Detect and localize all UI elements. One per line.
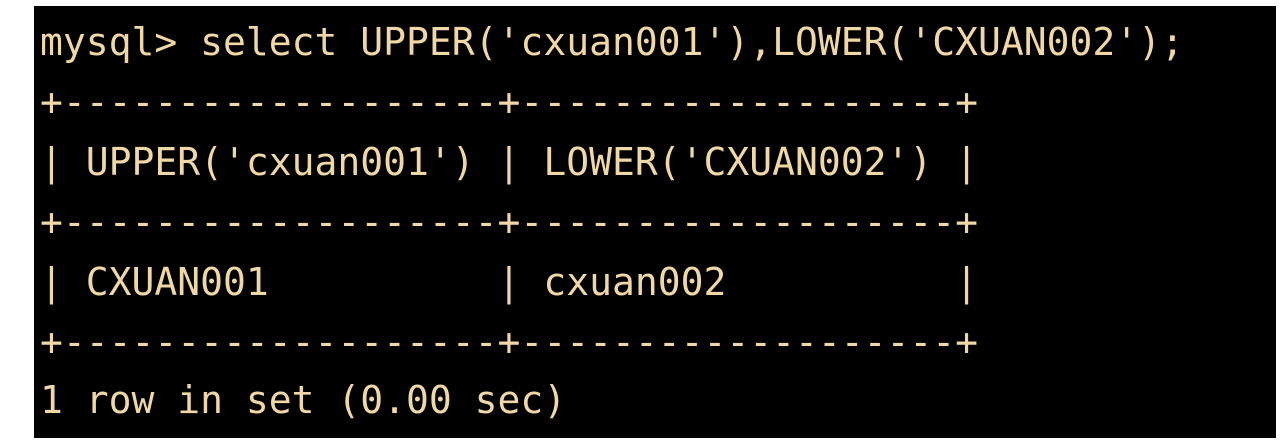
result-status-line: 1 row in set (0.00 sec) [40, 378, 567, 422]
table-border-middle: +-------------------+-------------------… [40, 200, 978, 244]
table-header-row: | UPPER('cxuan001') | LOWER('CXUAN002') … [40, 140, 978, 184]
table-data-row: | CXUAN001 | cxuan002 | [40, 260, 978, 304]
table-border-top: +-------------------+-------------------… [40, 80, 978, 124]
table-border-bottom: +-------------------+-------------------… [40, 320, 978, 364]
terminal-window[interactable]: mysql> select UPPER('cxuan001'),LOWER('C… [34, 6, 1276, 438]
sql-command-line: mysql> select UPPER('cxuan001'),LOWER('C… [40, 20, 1184, 64]
